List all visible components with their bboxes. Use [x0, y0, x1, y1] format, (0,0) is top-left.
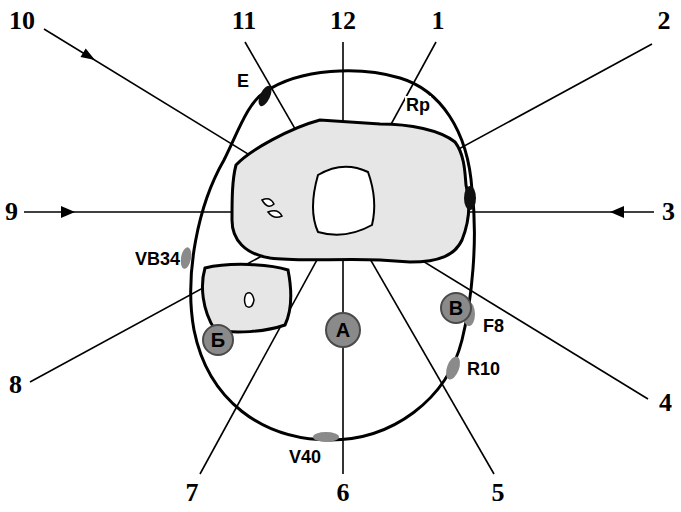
point-mark	[179, 246, 193, 269]
limb-outline	[191, 71, 475, 440]
direction-number: 6	[336, 480, 351, 506]
radial-line	[44, 29, 648, 399]
direction-number: 1	[431, 8, 446, 34]
direction-number: 4	[658, 390, 673, 416]
medullary-cavity	[313, 167, 374, 235]
arrowhead	[610, 206, 624, 218]
point-mark	[464, 186, 476, 210]
direction-number: 12	[329, 8, 357, 34]
marker-circle: А	[325, 312, 361, 348]
direction-number: 5	[491, 480, 506, 506]
direction-number: 11	[231, 8, 258, 34]
circle-letter: Б	[211, 330, 225, 350]
bone-canal	[245, 293, 255, 307]
arrowhead	[61, 206, 75, 218]
point-label: V40	[288, 448, 322, 466]
direction-number: 10	[8, 8, 36, 34]
bone-canal	[262, 199, 282, 218]
point-label: F8	[482, 317, 505, 335]
point-label: VB34	[134, 250, 181, 268]
direction-number: 8	[8, 372, 23, 398]
circle-letter: А	[336, 320, 350, 340]
direction-number: 7	[185, 480, 200, 506]
point-mark	[256, 84, 274, 108]
marker-circle: Б	[202, 324, 234, 356]
point-mark	[443, 355, 462, 382]
fibula-bone	[202, 264, 290, 332]
circle-letter: В	[449, 298, 463, 318]
radial-line	[30, 44, 652, 382]
point-label: E	[236, 72, 250, 90]
radial-lines	[24, 29, 654, 474]
point-mark	[313, 432, 339, 442]
marker-circle: В	[440, 292, 472, 324]
point-label: R10	[466, 360, 501, 378]
direction-number: 9	[4, 199, 19, 225]
arrowhead	[81, 48, 96, 60]
direction-number: 2	[657, 8, 672, 34]
direction-number: 3	[661, 199, 676, 225]
point-label: Rp	[405, 96, 431, 114]
tibia-bone	[232, 120, 469, 262]
